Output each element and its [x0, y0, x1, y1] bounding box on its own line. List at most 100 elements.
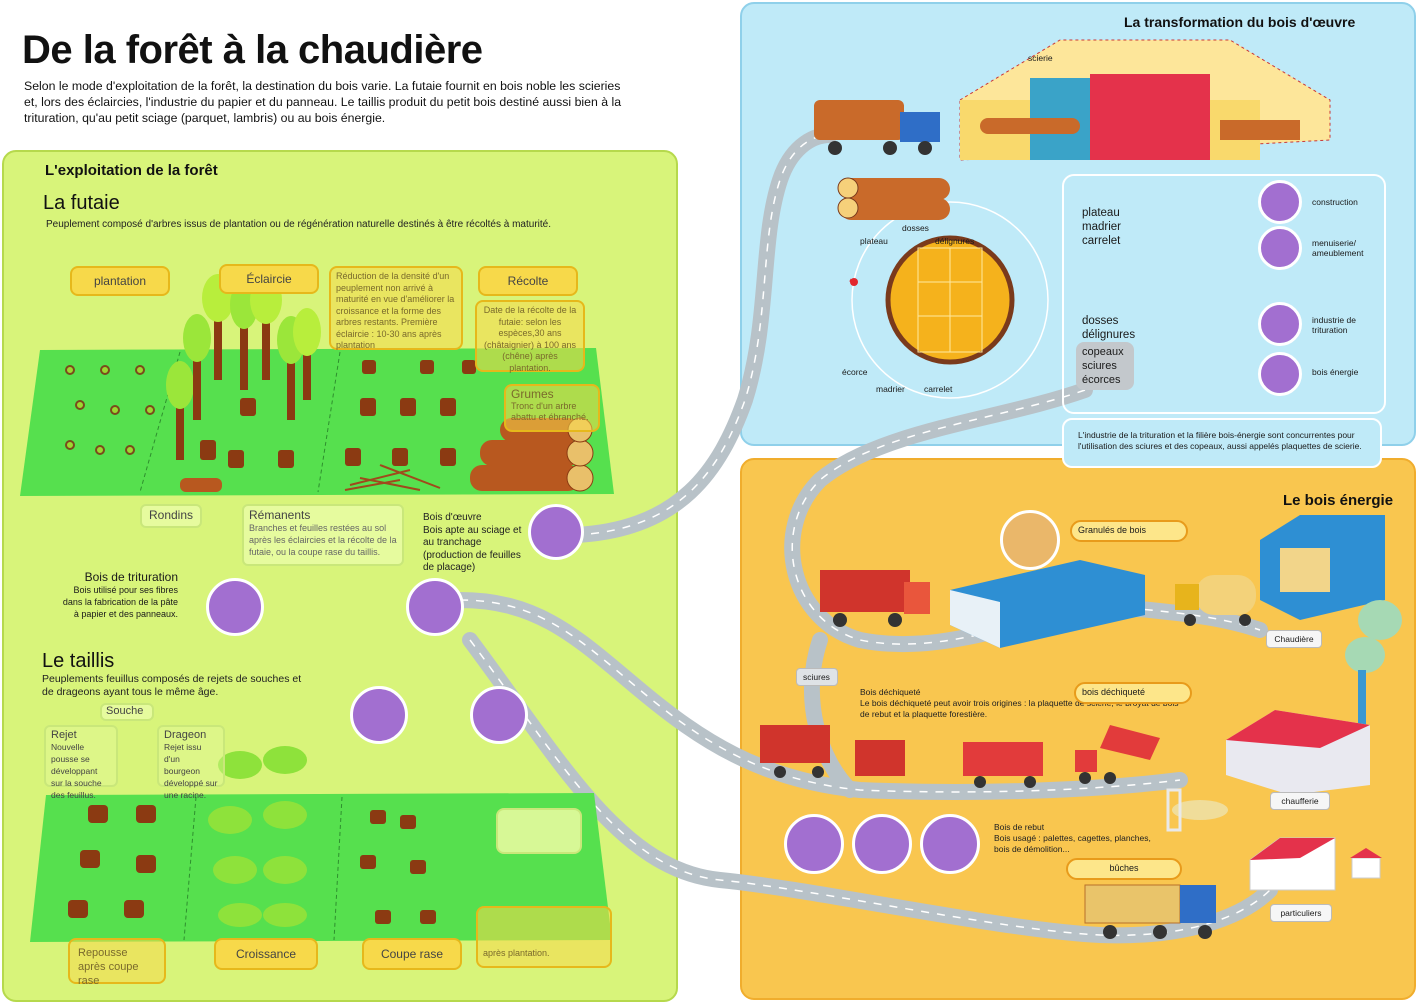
chaudiere-tag: Chaudière: [1266, 630, 1322, 648]
remanents-title: Rémanents: [249, 508, 311, 522]
grumes-desc: Tronc d'un arbre abattu et ébranché.: [511, 400, 589, 423]
group-plateau: plateau madrier carrelet: [1082, 206, 1121, 248]
group-copeaux: copeaux sciures écorces: [1076, 342, 1134, 390]
taillis-oeuvre-icon: [470, 686, 528, 744]
chaufferie-building: [1226, 710, 1370, 795]
dechiquete-title: Bois déchiqueté: [860, 687, 921, 697]
intro-text: Selon le mode d'exploitation de la forêt…: [24, 79, 622, 125]
sciures-tag: sciures: [796, 668, 838, 686]
trees-right: [1345, 600, 1402, 673]
energy-fire-icon: [1258, 352, 1302, 396]
bois-oeuvre-box: Bois d'œuvre Bois apte au sciage et au t…: [423, 512, 533, 575]
group2-item: dosses: [1082, 315, 1119, 327]
rondins-tag: Rondins: [140, 504, 202, 528]
bois-oeuvre-icon: [528, 504, 584, 560]
stage-coupe-rase: Coupe rase: [362, 938, 462, 970]
group3-item: copeaux: [1082, 346, 1124, 358]
chip-pile: [1166, 788, 1228, 832]
remanents-box: Rémanents Branches et feuilles restées a…: [242, 504, 404, 566]
stacked-logs: [837, 177, 950, 220]
energy-heading: Le bois énergie: [1283, 492, 1394, 509]
trituration-industry-icon: [1258, 302, 1302, 346]
eclaircie-trees: [166, 274, 321, 460]
group1-item: plateau: [1082, 207, 1120, 219]
chip-trucks: [760, 725, 1160, 788]
tank-truck: [1175, 575, 1256, 626]
label-scierie: scierie: [1028, 53, 1053, 63]
rejet-box: Rejet Nouvelle pousse se développant sur…: [44, 725, 118, 800]
drageon-box: Drageon Rejet issu d'un bourgeon dévelop…: [157, 725, 225, 800]
use-trituration: industrie de trituration: [1312, 315, 1356, 335]
stage-recolte: Récolte: [478, 266, 578, 296]
label-plateau: plateau: [860, 236, 888, 246]
furniture-icon: [1258, 226, 1302, 270]
group3-item: écorces: [1082, 374, 1121, 386]
group-dosses: dosses délignures: [1082, 314, 1135, 342]
wood-heading: La transformation du bois d'œuvre: [1124, 14, 1356, 30]
rebut-box: Bois de rebut Bois usagé : palettes, cag…: [994, 822, 1154, 855]
trituration-box: Bois de trituration Bois utilisé pour se…: [60, 570, 178, 620]
coppice-growth: [208, 746, 307, 927]
futaie-desc: Peuplement composé d'arbres issus de pla…: [46, 219, 551, 230]
chimney: [1358, 670, 1366, 760]
fire-icon: [406, 578, 464, 636]
log-cross-section: [849, 201, 1049, 399]
pellets-icon: [1000, 510, 1060, 570]
rebut-desc: Bois usagé : palettes, cagettes, planche…: [994, 833, 1151, 854]
chaufferie-tag: chaufferie: [1270, 792, 1330, 810]
remanents-desc: Branches et feuilles restées au sol aprè…: [249, 523, 397, 557]
label-dosses: dosses: [902, 223, 929, 233]
wood-note: L'industrie de la trituration et la fili…: [1062, 418, 1382, 468]
coupe-rase-placeholder: [496, 808, 582, 854]
use-energie: bois énergie: [1312, 367, 1359, 377]
group1-item: madrier: [1082, 221, 1121, 233]
pellet-factory: [950, 560, 1145, 648]
group3-item: sciures: [1082, 360, 1117, 372]
trituration-desc: Bois utilisé pour ses fibres dans la fab…: [62, 585, 178, 619]
stage-eclaircie: Éclaircie: [219, 264, 319, 294]
souche-tag: Souche: [100, 703, 154, 721]
group2-item: délignures: [1082, 329, 1136, 341]
pellet-truck: [820, 570, 930, 627]
wood-products-box: [1062, 174, 1386, 414]
trituration-icon: [206, 578, 264, 636]
bois-oeuvre-title: Bois d'œuvre: [423, 512, 482, 523]
futaie-title: La futaie: [43, 192, 120, 214]
taillis-desc: Peuplements feuillus composés de rejets …: [42, 673, 302, 698]
group1-item: carrelet: [1082, 235, 1121, 247]
label-carrelet: carrelet: [924, 384, 953, 394]
stage-plantation: plantation: [70, 266, 170, 296]
forest-heading: L'exploitation de la forêt: [45, 162, 218, 179]
stumps: [200, 360, 476, 468]
granules-tag: Granulés de bois: [1070, 520, 1188, 542]
stage-croissance: Croissance: [214, 938, 318, 970]
taillis-ground: [30, 793, 612, 942]
rejet-title: Rejet: [51, 729, 77, 741]
planks-icon: [852, 814, 912, 874]
taillis-trituration-icon: [350, 686, 408, 744]
buches-tag: bûches: [1066, 858, 1182, 880]
grumes-note: Grumes Tronc d'un arbre abattu et ébranc…: [504, 384, 600, 432]
log-truck: [814, 100, 940, 155]
taillis-stumps: [68, 805, 436, 924]
remanents-branches: [344, 464, 441, 491]
label-ecorce: écorce: [842, 367, 868, 377]
grumes-title: Grumes: [511, 387, 554, 401]
seedlings: [65, 365, 155, 455]
use-menuiserie: menuiserie/ ameublement: [1312, 238, 1364, 258]
construction-icon: [1258, 180, 1302, 224]
dechiquete-tag: bois déchiqueté: [1074, 682, 1192, 704]
pallet-icon: [784, 814, 844, 874]
particuliers-tag: particuliers: [1270, 904, 1332, 922]
road-dashes: [459, 134, 1271, 937]
label-madrier: madrier: [876, 384, 905, 394]
stage-repousse: Repousse après coupe rase: [68, 938, 166, 987]
houses: [1249, 837, 1382, 891]
boiler-house: [1260, 515, 1385, 620]
rejet-desc: Nouvelle pousse se développant sur la so…: [51, 742, 102, 800]
recolte-note: Date de la récolte de la futaie: selon l…: [475, 300, 585, 373]
drageon-title: Drageon: [164, 729, 207, 741]
bois-oeuvre-desc: Bois apte au sciage et au tranchage (pro…: [423, 524, 522, 574]
drageon-desc: Rejet issu d'un bourgeon développé sur u…: [164, 742, 218, 800]
